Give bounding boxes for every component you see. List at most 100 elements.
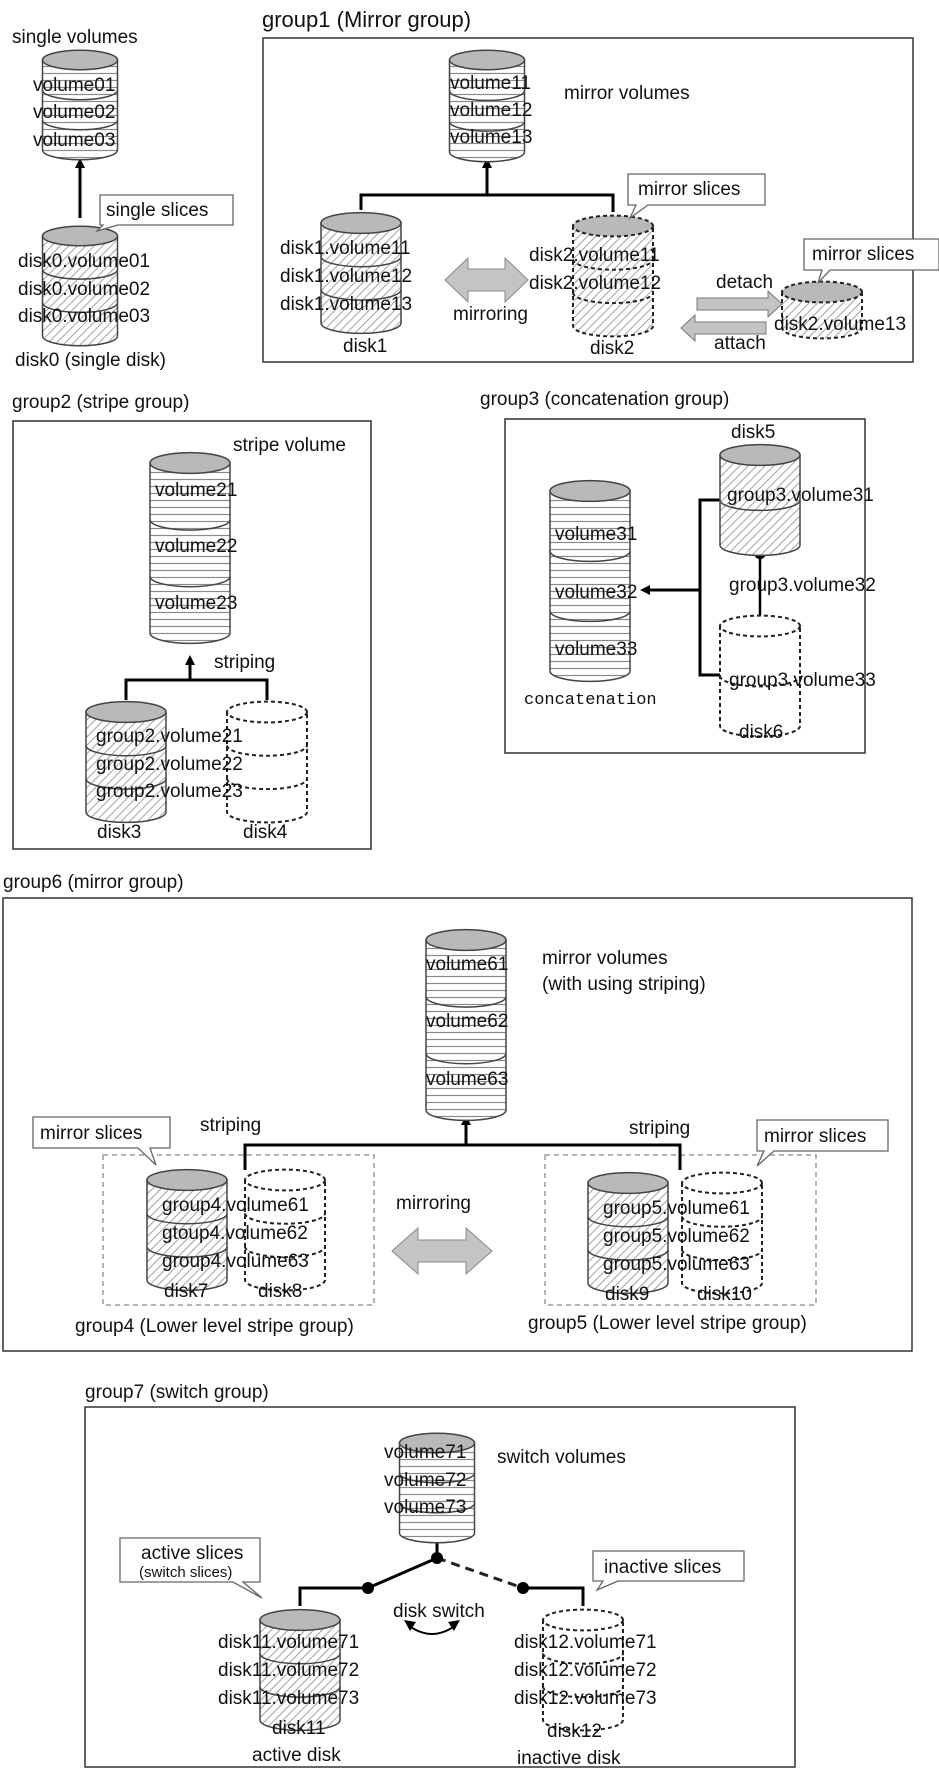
group3-volume-label: volume32 [555,582,637,603]
group7-volume-label: volume72 [384,1470,466,1491]
attach-arrow [680,313,767,343]
group6-volume-label: volume62 [426,1011,508,1032]
striping-label: striping [214,652,275,673]
group6-left-callout-text: mirror slices [40,1123,142,1144]
disk-switch-label: disk switch [393,1601,485,1622]
disk10-label: disk10 [697,1284,752,1305]
disk2-slice-label: disk2.volume12 [529,273,661,294]
switch-volumes-label: switch volumes [497,1447,626,1468]
disk7-label: disk7 [164,1281,208,1302]
group1-volume-label: volume12 [450,100,532,121]
disk8-label: disk8 [258,1281,302,1302]
disk0-label: disk0 (single disk) [15,350,166,371]
group6-volume-label: volume63 [426,1069,508,1090]
disk5-label: disk5 [731,422,775,443]
group1-mirror-slices-callout [627,173,766,220]
group3-title: group3 (concatenation group) [480,389,729,410]
group3-slice-label: group3.volume32 [729,575,876,596]
group1-mirroring-arrow [444,256,529,304]
disk1-slice-label: disk1.volume13 [280,294,412,315]
detached-mirror-slices-callout-text: mirror slices [812,244,914,265]
disk1-cylinder [320,211,402,335]
single-slices-callout-text: single slices [106,200,208,221]
active-callout-text: active slices [141,1543,243,1564]
disk11-slice-label: disk11.volume72 [218,1660,359,1681]
group7-volume-cylinder [398,1432,476,1544]
mirror-volumes-label: mirror volumes [564,83,690,104]
single-volume-label: volume02 [33,102,115,123]
group7-volume-label: volume71 [384,1442,466,1463]
disk12-label: disk12 [547,1721,602,1742]
inactive-callout-text: inactive slices [604,1557,721,1578]
disk12-slice-label: disk12.volume72 [514,1660,657,1681]
disk1-slice-label: disk1.volume12 [280,266,412,287]
inactive-slices-callout [592,1550,745,1592]
disk2-cylinder [572,214,654,338]
group6-mirroring-label: mirroring [396,1193,471,1214]
group7-volume-label: volume73 [384,1497,466,1518]
disk4-label: disk4 [243,822,288,843]
group3-volume-label: volume33 [555,639,637,660]
group7-inactive-connector [436,1556,524,1590]
group7-frame [84,1406,796,1768]
disk12-slice-label: disk12.volume73 [514,1688,657,1709]
group6-mirror-connector [243,1143,682,1170]
group1-mirror-connector [359,193,615,212]
cylinders [41,49,863,1732]
group7-inactive-stem [523,1586,585,1606]
group1-frame [262,37,914,363]
group6-title: group6 (mirror group) [3,872,184,893]
group1-volume-cylinder [448,49,526,163]
group6-mirroring-arrow [391,1226,493,1276]
group5-slice-label: group5.volume61 [603,1198,750,1219]
group3-frame [504,418,866,754]
group2-volume-label: volume22 [155,536,237,557]
disk3-cylinder [85,700,167,824]
group2-volume-cylinder [149,451,231,645]
group6-right-callout-text: mirror slices [764,1126,866,1147]
disk11-label: disk11 [272,1718,326,1739]
group3-volume-label: volume31 [555,524,637,545]
group2-slice-label: group2.volume22 [96,754,243,775]
group2-slice-label: group2.volume23 [96,781,243,802]
disk5-cylinder [719,443,801,557]
concatenation-label: concatenation [524,691,657,710]
disk4-cylinder [226,700,308,824]
group1-volume-label: volume13 [450,127,532,148]
group3-slice-label: group3.volume31 [727,485,874,506]
disk11-state-label: active disk [252,1745,341,1766]
group7-inactive-dot [517,1582,529,1594]
disk9-label: disk9 [605,1284,649,1305]
group5-slice-label: group5.volume62 [603,1226,750,1247]
detached-slice-cylinder [781,280,863,340]
group5-label: group5 (Lower level stripe group) [528,1313,807,1334]
stripe-volume-label: stripe volume [233,435,346,456]
group6-left-callout [32,1116,171,1166]
single-volume-cylinder [41,49,119,161]
disk2-slice-label: disk2.volume11 [529,245,660,266]
group2-volume-label: volume21 [155,480,237,501]
group2-volume-label: volume23 [155,593,237,614]
group6-volume-label: volume61 [426,954,508,975]
group4-slice-label: gtoup4.volume62 [162,1223,308,1244]
group7-active-dot [362,1582,374,1594]
group3-slice-label: group3.volume33 [729,670,876,691]
disk8-cylinder [244,1168,326,1292]
single-slice-label: disk0.volume03 [18,306,150,327]
group5-slice-label: group5.volume63 [603,1254,750,1275]
group2-stripe-connector [124,678,269,700]
disk1-label: disk1 [343,336,387,357]
disk12-cylinder [542,1608,624,1732]
mirroring-label: mirroring [453,304,528,325]
active-callout-subtext: (switch slices) [139,1564,232,1581]
group6-volumes-label-sub: (with using striping) [542,974,706,995]
disk11-slice-label: disk11.volume71 [218,1632,359,1653]
disk2-label: disk2 [590,338,634,359]
group7-switch-dot [431,1552,443,1564]
disk-switch-arrow [407,1624,457,1635]
group6-striping-left: striping [200,1115,261,1136]
active-slices-callout [119,1537,263,1599]
group1-title: group1 (Mirror group) [262,7,471,32]
single-volume-label: volume03 [33,130,115,151]
